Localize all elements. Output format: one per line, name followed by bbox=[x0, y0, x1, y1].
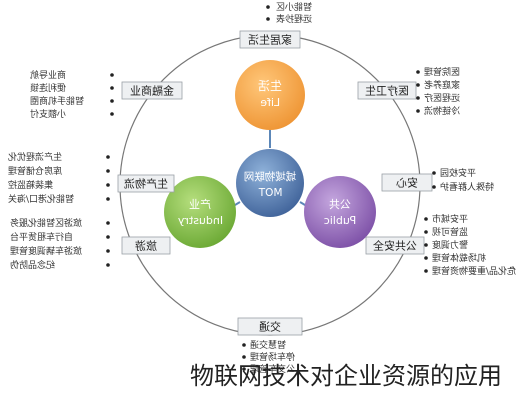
hub-title: 城域物联网 bbox=[244, 170, 297, 183]
bullet-icon bbox=[424, 269, 428, 273]
list-item: 生产流程优化 bbox=[8, 151, 62, 163]
list-item: 智能手机商圈 bbox=[30, 95, 84, 107]
list-home: 智能小区 远程抄表 bbox=[276, 1, 312, 25]
list-item: 停车场管理 bbox=[250, 351, 295, 363]
hub-subtitle: MOT bbox=[258, 187, 282, 199]
category-production: 生产物流 bbox=[117, 174, 175, 193]
sphere-life: 生活 Life bbox=[235, 60, 305, 130]
list-tourism: 旅游区智能化服务 自行车租赁平台 旅游车辆调度管理 纪念品防伪 bbox=[10, 217, 82, 271]
bullet-icon bbox=[424, 243, 428, 247]
list-medical: 医院管理 家庭养老 远程医疗 冷链物流 bbox=[424, 66, 460, 117]
bullet-icon bbox=[424, 230, 428, 234]
list-item: 监管可视 bbox=[432, 226, 468, 238]
list-public-safety: 平安城市 监管可视 警力调度 机场载体管理 危化品/重要物资管理 bbox=[432, 213, 516, 277]
category-labels: 家居生活 医疗卫生 安心 公共安全 交通 旅游 生产物流 金融商业 bbox=[117, 30, 433, 336]
bullet-icon bbox=[110, 73, 114, 77]
category-traffic-label: 交通 bbox=[259, 320, 281, 334]
bullet-icon bbox=[266, 17, 270, 21]
list-item: 智能化港口/海关 bbox=[8, 193, 74, 205]
list-item: 自行车租赁平台 bbox=[10, 231, 73, 243]
category-medical-label: 医疗卫生 bbox=[365, 84, 409, 98]
list-item: 库房仓储管理 bbox=[8, 165, 62, 177]
bullet-icon bbox=[110, 99, 114, 103]
sphere-industry-title: 产业 bbox=[189, 197, 211, 211]
bullet-icon bbox=[416, 109, 420, 113]
bullet-icon bbox=[106, 169, 110, 173]
list-item: 医院管理 bbox=[424, 66, 460, 78]
list-item: 家庭养老 bbox=[424, 79, 460, 91]
list-item: 集装箱监控 bbox=[8, 179, 53, 191]
category-home-label: 家居生活 bbox=[248, 33, 292, 47]
list-production: 生产流程优化 库房仓储管理 集装箱监控 智能化港口/海关 bbox=[8, 151, 74, 205]
bullet-icon bbox=[416, 70, 420, 74]
bullet-icon bbox=[106, 155, 110, 159]
bullet-icon bbox=[106, 235, 110, 239]
category-public-safety-label: 公共安全 bbox=[373, 239, 417, 253]
bullet-icon bbox=[106, 263, 110, 267]
sphere-industry: 产业 Industry bbox=[164, 176, 236, 248]
sphere-industry-subtitle: Industry bbox=[177, 214, 223, 227]
sphere-public-title: 公共 bbox=[329, 198, 351, 211]
bullet-dots bbox=[106, 5, 436, 371]
list-item: 危化品/重要物资管理 bbox=[432, 265, 516, 277]
sphere-public-subtitle: Public bbox=[324, 214, 357, 227]
list-item: 旅游区智能化服务 bbox=[10, 217, 82, 229]
bullet-icon bbox=[432, 171, 436, 175]
caption: 物联网技术对企业资源的应用 bbox=[190, 362, 502, 390]
list-item: 冷链物流 bbox=[424, 105, 460, 117]
bullet-icon bbox=[242, 367, 246, 371]
category-commerce: 金融商业 bbox=[121, 81, 183, 100]
list-item: 平安校园 bbox=[440, 167, 476, 179]
list-item: 警力调度 bbox=[432, 239, 468, 251]
bullet-icon bbox=[106, 183, 110, 187]
list-item: 商业导航 bbox=[30, 69, 66, 81]
bullet-icon bbox=[424, 256, 428, 260]
sphere-public: 公共 Public bbox=[304, 176, 376, 248]
bullet-icon bbox=[432, 185, 436, 189]
list-item: 智能小区 bbox=[276, 1, 312, 13]
category-security: 安心 bbox=[381, 173, 433, 192]
bullet-icon bbox=[110, 112, 114, 116]
list-item: 机场载体管理 bbox=[432, 252, 486, 264]
list-item: 平安城市 bbox=[432, 213, 468, 225]
category-tourism: 旅游 bbox=[121, 236, 171, 255]
list-item: 远程抄表 bbox=[276, 13, 312, 25]
list-traffic: 智慧交通 停车场管理 公交车管理 bbox=[250, 339, 295, 375]
category-production-label: 生产物流 bbox=[124, 177, 168, 191]
list-item: 纪念品防伪 bbox=[10, 259, 55, 271]
bullet-icon bbox=[416, 83, 420, 87]
category-home: 家居生活 bbox=[239, 30, 301, 49]
category-commerce-label: 金融商业 bbox=[130, 84, 174, 98]
sphere-life-subtitle: Life bbox=[260, 96, 280, 109]
sphere-life-title: 生活 bbox=[258, 79, 282, 93]
bullet-icon bbox=[416, 96, 420, 100]
category-traffic: 交通 bbox=[237, 317, 303, 336]
category-public-safety: 公共安全 bbox=[365, 236, 425, 255]
bullet-icon bbox=[424, 217, 428, 221]
list-item: 便利连锁 bbox=[30, 82, 66, 94]
bullet-icon bbox=[242, 343, 246, 347]
bullet-icon bbox=[106, 249, 110, 253]
bullet-icon bbox=[106, 197, 110, 201]
sphere-hub: 城域物联网 MOT bbox=[236, 149, 304, 217]
list-item: 特殊人群看护 bbox=[440, 181, 494, 193]
category-medical: 医疗卫生 bbox=[357, 81, 417, 100]
list-item: 公交车管理 bbox=[250, 363, 295, 375]
bullet-icon bbox=[110, 86, 114, 90]
bullet-icon bbox=[266, 5, 270, 9]
list-item: 小额支付 bbox=[30, 108, 66, 120]
list-item: 旅游车辆调度管理 bbox=[10, 245, 82, 257]
bullet-icon bbox=[106, 221, 110, 225]
list-item: 智慧交通 bbox=[250, 339, 286, 351]
list-item: 远程医疗 bbox=[424, 92, 460, 104]
bullet-icon bbox=[242, 355, 246, 359]
bullet-lists: 智能小区 远程抄表 医院管理 家庭养老 远程医疗 冷链物流 平安校园 特殊人群看… bbox=[8, 1, 516, 375]
list-security: 平安校园 特殊人群看护 bbox=[440, 167, 494, 193]
category-security-label: 安心 bbox=[396, 176, 418, 190]
list-commerce: 商业导航 便利连锁 智能手机商圈 小额支付 bbox=[30, 69, 84, 120]
category-tourism-label: 旅游 bbox=[135, 239, 157, 253]
